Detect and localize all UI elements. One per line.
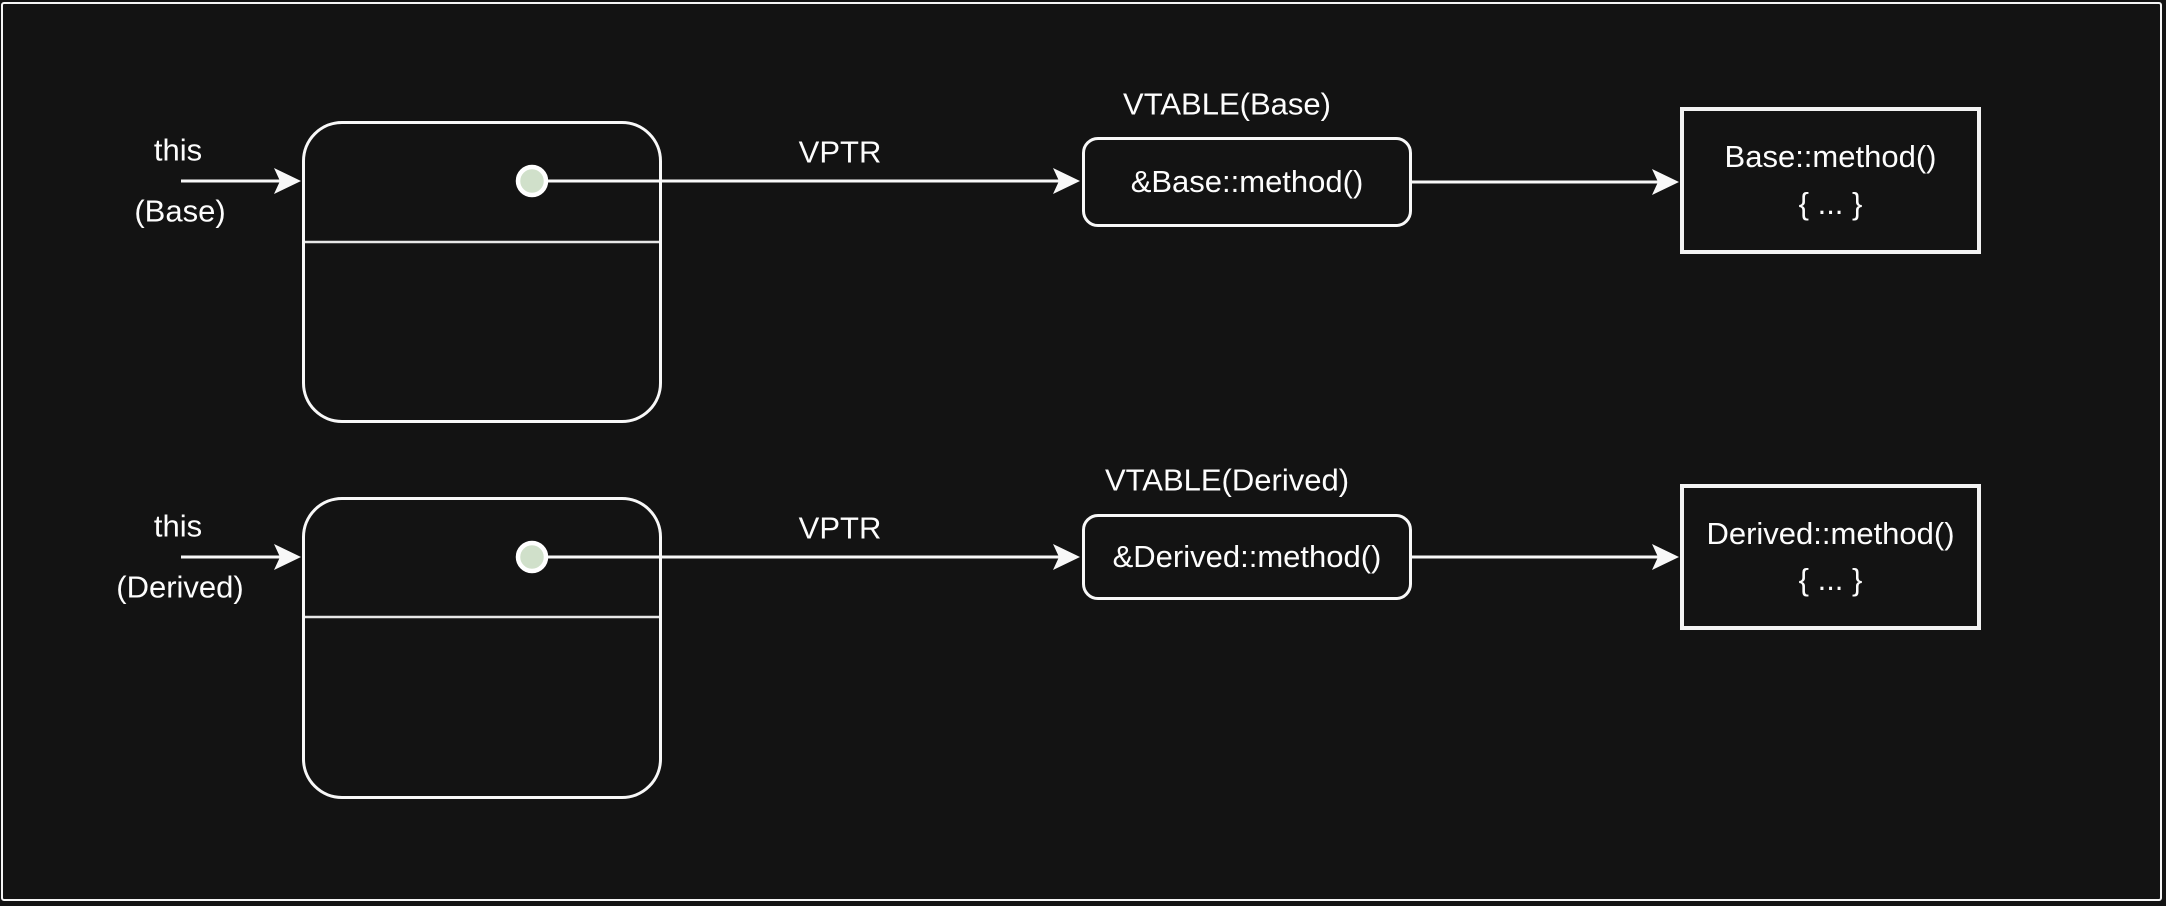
this-arrowhead-derived <box>274 544 301 570</box>
vptr-arrowhead-base <box>1053 168 1080 194</box>
method-signature: Derived::method() <box>1706 515 1955 551</box>
vtable-entry-text: &Derived::method() <box>1112 539 1382 574</box>
method-signature: Base::method() <box>1724 139 1937 174</box>
object-layout-box-base <box>302 121 662 423</box>
vtable-entry-box-base: &Base::method() <box>1082 137 1412 227</box>
row-derived-wires <box>181 540 1679 619</box>
this-pointer-label: this <box>153 508 203 544</box>
method-body: { ... } <box>1798 185 1863 221</box>
method-body: { ... } <box>1798 562 1863 597</box>
vptr-label: VPTR <box>798 134 882 170</box>
this-pointer-type-label: (Base) <box>134 193 226 229</box>
vptr-label: VPTR <box>798 510 882 546</box>
vptr-dot-derived <box>515 540 549 574</box>
vptr-arrowhead-derived <box>1053 544 1080 570</box>
vtable-title: VTABLE(Base) <box>1123 86 1331 122</box>
vtable-entry-text: &Base::method() <box>1130 164 1364 199</box>
method-impl-box-derived: Derived::method() { ... } <box>1680 484 1981 630</box>
this-arrowhead-base <box>274 168 301 194</box>
vptr-dot-base <box>515 164 549 198</box>
method-impl-box-base: Base::method() { ... } <box>1680 107 1981 254</box>
vtable-to-method-arrowhead-base <box>1652 169 1679 195</box>
object-layout-box-derived <box>302 497 662 799</box>
vtable-entry-box-derived: &Derived::method() <box>1082 514 1412 600</box>
this-pointer-type-label: (Derived) <box>116 569 244 605</box>
this-pointer-label: this <box>153 132 203 168</box>
row-base-wires <box>181 164 1679 244</box>
vtable-to-method-arrowhead-derived <box>1652 544 1679 570</box>
vtable-title: VTABLE(Derived) <box>1104 462 1350 498</box>
